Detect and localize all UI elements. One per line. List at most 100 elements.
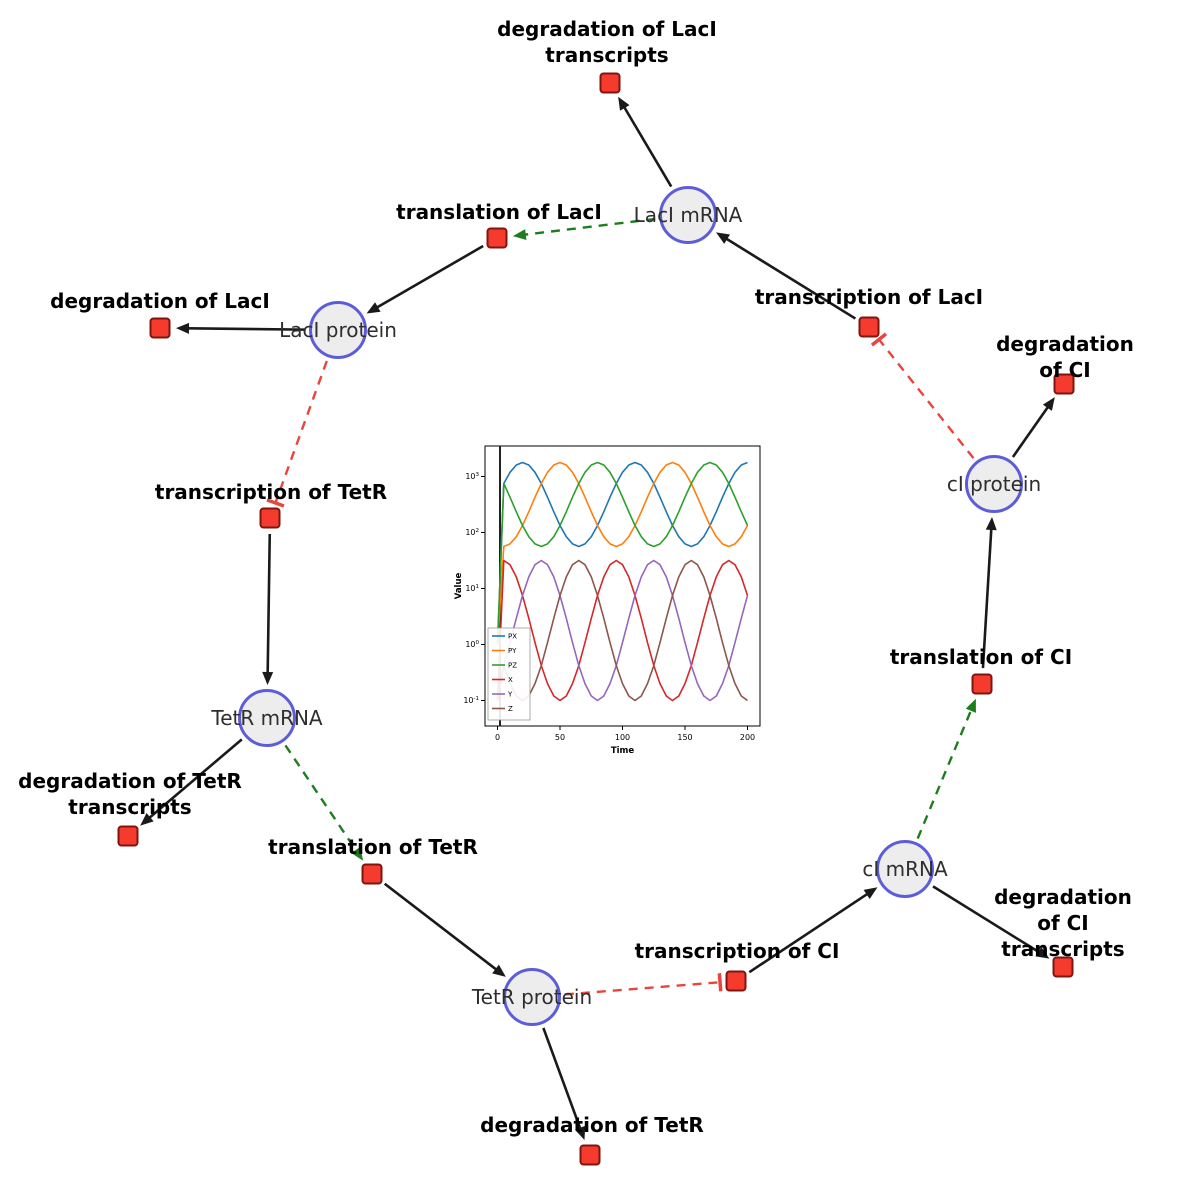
y-tick-label: 100 bbox=[465, 640, 479, 649]
edge-product-tl_laci-laci_protein bbox=[366, 244, 484, 314]
arrowhead-icon bbox=[716, 232, 731, 244]
reaction-node-deg_laci_tx[interactable] bbox=[599, 72, 621, 94]
y-tick-label: 103 bbox=[465, 472, 479, 481]
arrowhead-icon bbox=[492, 964, 506, 977]
edge-modifier-tetr_mrna-tl_tetr bbox=[284, 744, 364, 861]
arrowhead-icon bbox=[965, 698, 976, 713]
arrowhead-icon bbox=[574, 1125, 586, 1140]
edge-inhibition-ci_protein-tc_laci bbox=[870, 332, 975, 459]
arrowhead-icon bbox=[512, 229, 527, 240]
species-label-tetr_mrna: TetR mRNA bbox=[211, 706, 323, 730]
edge-product-tl_tetr-tetr_protein bbox=[383, 882, 506, 977]
legend-label-PX: PX bbox=[508, 633, 517, 641]
edge-inhibition-tetr_protein-tc_ci bbox=[564, 973, 723, 996]
species-label-ci_mrna: cI mRNA bbox=[862, 857, 948, 881]
y-tick-label: 10-1 bbox=[463, 696, 479, 705]
chart-series-Z bbox=[496, 559, 748, 702]
chart-series-PY bbox=[496, 461, 749, 645]
reaction-label-tl_tetr: translation of TetR bbox=[268, 835, 478, 859]
arrowhead-icon bbox=[618, 96, 630, 111]
arrowhead-icon bbox=[1042, 397, 1055, 411]
edge-product-tc_ci-ci_mrna bbox=[748, 887, 878, 974]
edge-modifier-ci_mrna-tl_ci bbox=[916, 698, 976, 839]
reaction-label-deg_laci_tx: degradation of LacI transcripts bbox=[497, 17, 717, 67]
x-tick-label: 0 bbox=[495, 733, 500, 742]
reaction-label-deg_ci: degradation of CI bbox=[996, 332, 1134, 382]
x-axis-label: Time bbox=[611, 746, 635, 756]
edge-product-tc_laci-laci_mrna bbox=[716, 232, 857, 320]
chart-series-Y bbox=[496, 559, 749, 702]
reaction-label-tc_laci: transcription of LacI bbox=[754, 285, 984, 309]
species-node-tetr_protein[interactable] bbox=[503, 968, 561, 1026]
arrowhead-icon bbox=[863, 887, 878, 899]
species-node-laci_protein[interactable] bbox=[309, 301, 367, 359]
reaction-node-tc_ci[interactable] bbox=[725, 970, 747, 992]
legend-label-PY: PY bbox=[508, 647, 517, 655]
reaction-label-deg_tetr: degradation of TetR bbox=[480, 1113, 704, 1137]
edge-modifier-laci_mrna-tl_laci bbox=[512, 217, 656, 240]
reaction-label-tl_ci: translation of CI bbox=[889, 645, 1073, 669]
species-node-ci_protein[interactable] bbox=[965, 455, 1023, 513]
edge-consumption-laci_mrna-deg_laci_tx bbox=[618, 96, 673, 188]
reaction-label-tl_laci: translation of LacI bbox=[396, 200, 602, 224]
legend-label-PZ: PZ bbox=[508, 662, 517, 670]
chart-series-X bbox=[496, 559, 749, 702]
chart-series-PZ bbox=[496, 461, 749, 645]
arrowhead-icon bbox=[366, 302, 381, 314]
reaction-label-tc_tetr: transcription of TetR bbox=[154, 480, 388, 504]
reaction-label-deg_tetr_tx: degradation of TetR transcripts bbox=[18, 769, 242, 819]
reaction-node-tc_laci[interactable] bbox=[858, 316, 880, 338]
legend-label-Y: Y bbox=[507, 691, 513, 699]
species-label-laci_mrna: LacI mRNA bbox=[633, 203, 743, 227]
edge-consumption-ci_protein-deg_ci bbox=[1011, 397, 1055, 458]
reaction-label-tc_ci: transcription of CI bbox=[634, 939, 840, 963]
arrowhead-icon bbox=[1035, 947, 1050, 959]
y-tick-label: 102 bbox=[465, 528, 479, 537]
reaction-node-tl_ci[interactable] bbox=[971, 673, 993, 695]
arrowhead-icon bbox=[351, 846, 364, 861]
reaction-node-deg_tetr[interactable] bbox=[579, 1144, 601, 1166]
species-node-laci_mrna[interactable] bbox=[659, 186, 717, 244]
species-node-tetr_mrna[interactable] bbox=[238, 689, 296, 747]
reaction-node-deg_laci[interactable] bbox=[149, 317, 171, 339]
chart-axes: 10-1 100 101 102 103 0 50 100 150 200 bbox=[463, 445, 761, 742]
x-tick-label: 50 bbox=[555, 733, 565, 742]
reaction-node-tl_laci[interactable] bbox=[486, 227, 508, 249]
inhibition-bar-icon bbox=[870, 332, 888, 347]
edge-consumption-tetr_mrna-deg_tetr_tx bbox=[140, 738, 243, 826]
reaction-node-deg_tetr_tx[interactable] bbox=[117, 825, 139, 847]
species-label-ci_protein: cI protein bbox=[946, 472, 1042, 496]
legend-label-Z: Z bbox=[508, 705, 513, 713]
edge-inhibition-laci_protein-tc_tetr bbox=[266, 360, 328, 508]
arrowhead-icon bbox=[985, 516, 997, 531]
chart-legend: PX PY PZ XYZ bbox=[487, 627, 531, 721]
edge-product-tc_tetr-tetr_mrna bbox=[262, 533, 274, 686]
inhibition-bar-icon bbox=[717, 973, 723, 992]
arrowhead-icon bbox=[140, 813, 154, 826]
edge-consumption-ci_mrna-deg_ci_tx bbox=[932, 885, 1050, 959]
arrowhead-icon bbox=[175, 322, 190, 334]
edge-consumption-tetr_protein-deg_tetr bbox=[542, 1027, 586, 1140]
species-node-ci_mrna[interactable] bbox=[876, 840, 934, 898]
y-axis-label: Value bbox=[454, 572, 464, 599]
reaction-node-deg_ci_tx[interactable] bbox=[1052, 956, 1074, 978]
y-tick-label: 101 bbox=[465, 584, 479, 593]
edge-consumption-laci_protein-deg_laci bbox=[175, 322, 306, 334]
reaction-label-deg_laci: degradation of LacI bbox=[50, 289, 270, 313]
reaction-node-deg_ci[interactable] bbox=[1053, 373, 1075, 395]
inhibition-bar-icon bbox=[266, 498, 285, 508]
species-label-tetr_protein: TetR protein bbox=[471, 985, 593, 1009]
reaction-node-tc_tetr[interactable] bbox=[259, 507, 281, 529]
x-tick-label: 200 bbox=[740, 733, 755, 742]
arrowhead-icon bbox=[262, 671, 274, 686]
reaction-node-tl_tetr[interactable] bbox=[361, 863, 383, 885]
x-tick-label: 150 bbox=[677, 733, 692, 742]
reaction-label-deg_ci_tx: degradation of CI transcripts bbox=[994, 885, 1132, 961]
legend-label-X: X bbox=[508, 676, 513, 684]
edge-product-tl_ci-ci_protein bbox=[981, 516, 997, 669]
x-tick-label: 100 bbox=[615, 733, 630, 742]
